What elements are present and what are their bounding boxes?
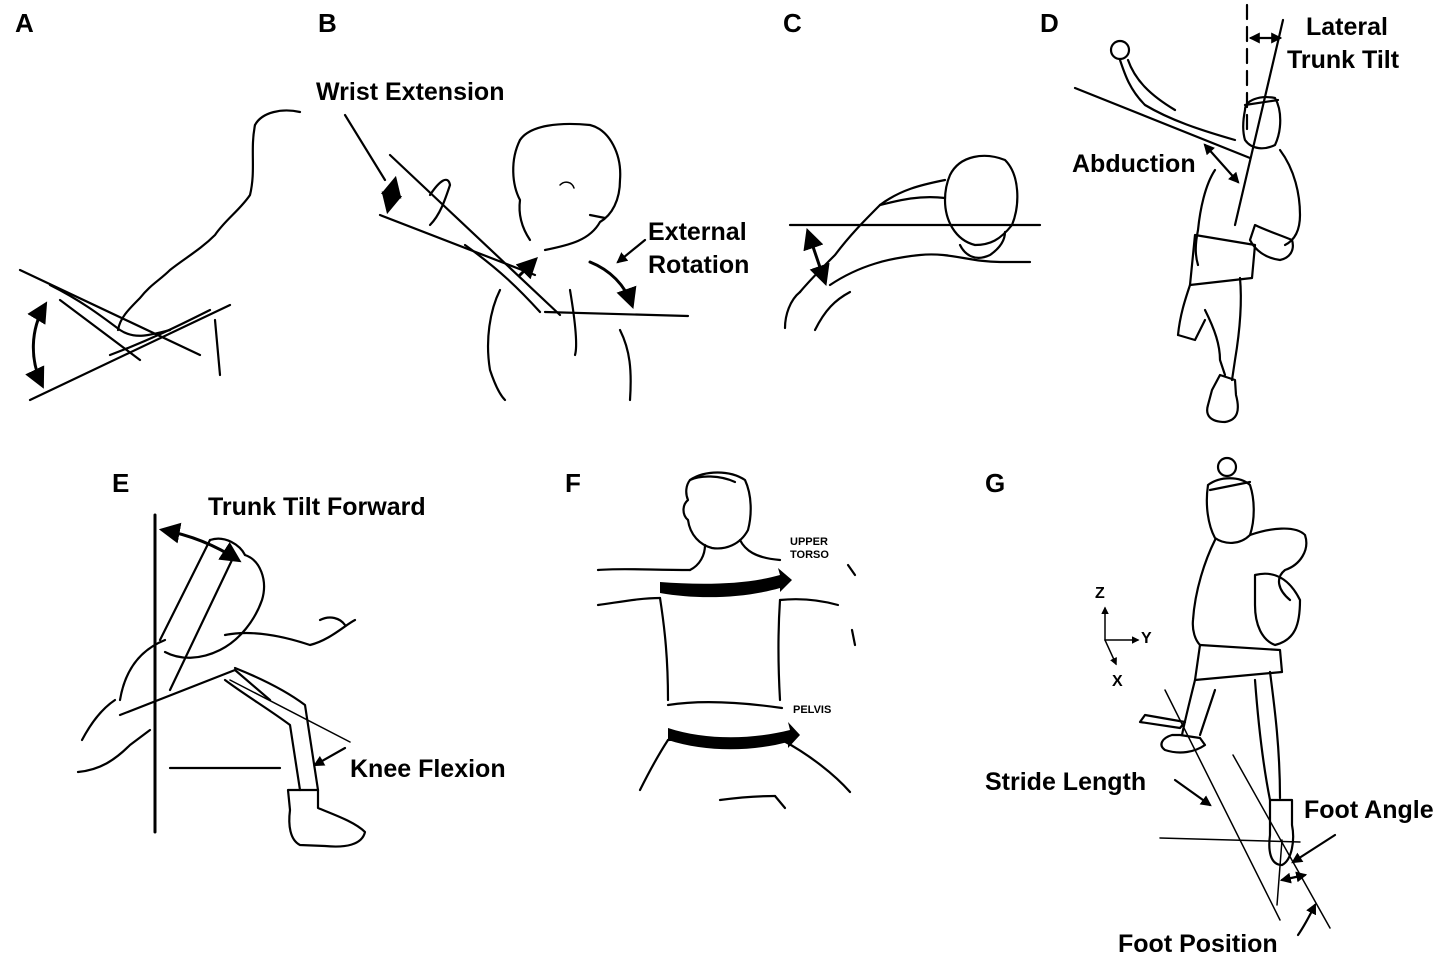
panel-f-drawing	[598, 473, 855, 809]
panel-d: D Lateral Trunk Tilt Abduction	[1040, 5, 1400, 422]
panel-a-drawing	[20, 111, 300, 400]
panel-e: E Trunk Tilt Forward Knee Flexion	[78, 468, 506, 847]
panel-e-drawing	[78, 515, 365, 847]
trunk-tilt-forward-label: Trunk Tilt Forward	[208, 493, 426, 521]
panel-f: F UPPER TORSO PELVIS	[565, 468, 855, 808]
panel-b-drawing	[345, 115, 688, 400]
torso-label: TORSO	[790, 549, 829, 561]
wrist-extension-label: Wrist Extension	[316, 78, 504, 106]
panel-g-letter: G	[985, 468, 1005, 498]
panel-d-drawing	[1075, 5, 1300, 422]
external-rotation-label-line2: Rotation	[648, 251, 749, 279]
panel-a-letter: A	[15, 8, 34, 38]
panel-a: A	[15, 8, 300, 400]
axis-z-label: Z	[1095, 585, 1105, 602]
stride-length-label: Stride Length	[985, 768, 1146, 796]
panel-c-drawing	[785, 156, 1040, 330]
panel-b: B Wrist Extension External Rotation	[316, 8, 749, 400]
knee-flexion-label: Knee Flexion	[350, 755, 506, 783]
lateral-label: Lateral	[1306, 13, 1388, 41]
foot-angle-label: Foot Angle	[1304, 796, 1434, 824]
panel-f-letter: F	[565, 468, 581, 498]
external-rotation-label-line1: External	[648, 218, 747, 246]
panel-d-letter: D	[1040, 8, 1059, 38]
panel-g-drawing	[1140, 458, 1335, 935]
panel-g: G Stride Length Foot Angle Foot Position…	[985, 458, 1434, 957]
axis-y-label: Y	[1141, 630, 1152, 647]
abduction-label: Abduction	[1072, 150, 1196, 178]
panel-c-letter: C	[783, 8, 802, 38]
trunk-tilt-label: Trunk Tilt	[1287, 46, 1400, 74]
panel-b-letter: B	[318, 8, 337, 38]
axis-x-label: X	[1112, 673, 1123, 690]
panel-e-letter: E	[112, 468, 129, 498]
upper-label: UPPER	[790, 536, 828, 548]
panel-c: C	[783, 8, 1040, 330]
pelvis-label: PELVIS	[793, 704, 831, 716]
foot-position-label: Foot Position	[1118, 930, 1278, 957]
axis-triad: Z Y X	[1095, 585, 1152, 690]
